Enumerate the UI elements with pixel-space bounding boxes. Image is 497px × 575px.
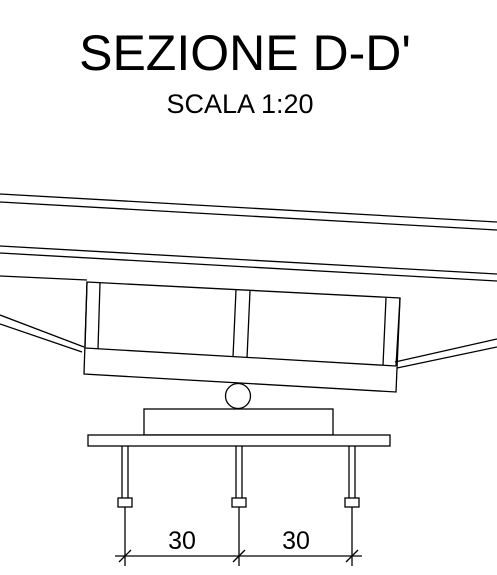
haunch-lines (0, 275, 497, 369)
dimension-label-left: 30 (168, 527, 196, 555)
deck-slab (0, 193, 497, 282)
bearing-block (143, 408, 334, 436)
drawing-scale: SCALA 1:20 (166, 89, 313, 119)
cross-girder (83, 281, 401, 393)
dimension-chain (115, 507, 362, 566)
anchor-bolt-right (344, 446, 360, 508)
dimension-label-right: 30 (282, 527, 310, 555)
drawing-title: SEZIONE D-D' (79, 25, 411, 81)
anchor-bolt-left (117, 446, 133, 508)
base-plate (87, 434, 391, 447)
anchor-bolt-center (231, 446, 247, 508)
bearing-roller (224, 382, 252, 410)
